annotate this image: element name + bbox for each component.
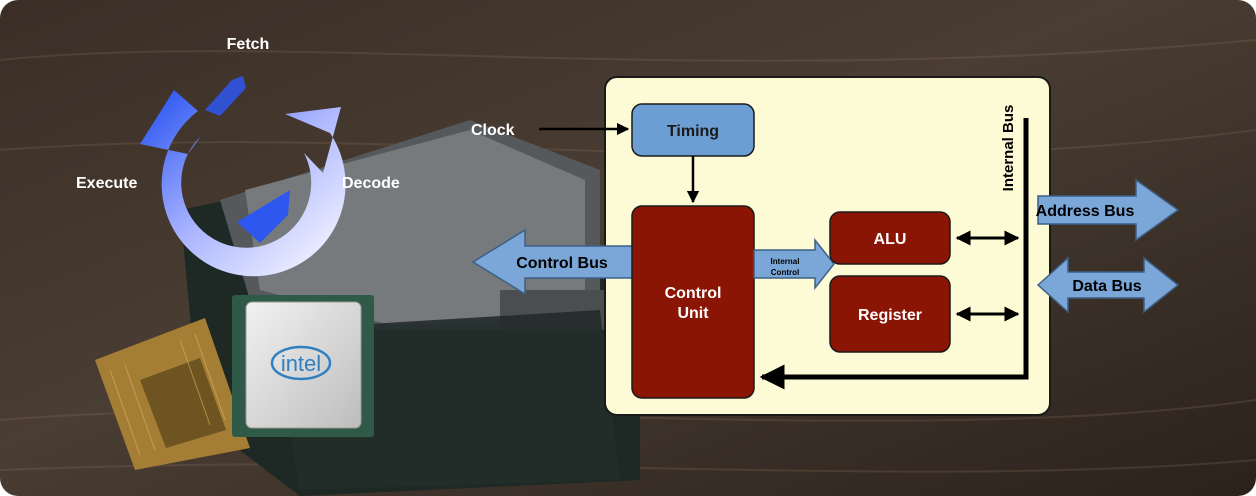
instruction-cycle: Fetch Decode Execute: [76, 36, 400, 277]
clock-label: Clock: [471, 122, 515, 139]
cpu-pin-side: [95, 318, 250, 470]
intel-logo-ring: [270, 345, 332, 381]
internal-control-label-line2: Control: [771, 268, 799, 277]
control-unit-label-line2: Unit: [677, 305, 709, 322]
internal-bus-line: [759, 118, 1029, 390]
control-unit-label-line1: Control: [665, 285, 722, 302]
intel-logo: intel: [281, 351, 321, 376]
alu-label: ALU: [874, 231, 907, 248]
cycle-arrow-top-icon: [205, 76, 246, 116]
cycle-fetch-label: Fetch: [227, 36, 270, 53]
data-bus-arrow: [1036, 256, 1180, 314]
intel-chip: intel: [232, 295, 374, 437]
data-bus-label: Data Bus: [1072, 278, 1141, 295]
control-bus-label: Control Bus: [516, 255, 608, 272]
register-label: Register: [858, 307, 922, 324]
internal-bus-label: Internal Bus: [1000, 105, 1017, 192]
cycle-decode-label: Decode: [342, 175, 400, 192]
cpu-block-diagram: Control Bus Clock Timing Control Unit In…: [471, 76, 1180, 416]
cycle-ring-icon: [140, 90, 346, 277]
address-bus-arrow: [1037, 178, 1180, 242]
alu-box: [829, 211, 951, 265]
cycle-execute-label: Execute: [76, 175, 137, 192]
cycle-arrow-bottom-icon: [237, 190, 290, 243]
timing-label: Timing: [667, 123, 719, 140]
address-bus-label: Address Bus: [1036, 203, 1135, 220]
control-unit-box: [631, 205, 755, 399]
internal-control-arrow: [753, 237, 835, 291]
internal-control-label-line1: Internal: [771, 257, 800, 266]
register-box: [829, 275, 951, 353]
